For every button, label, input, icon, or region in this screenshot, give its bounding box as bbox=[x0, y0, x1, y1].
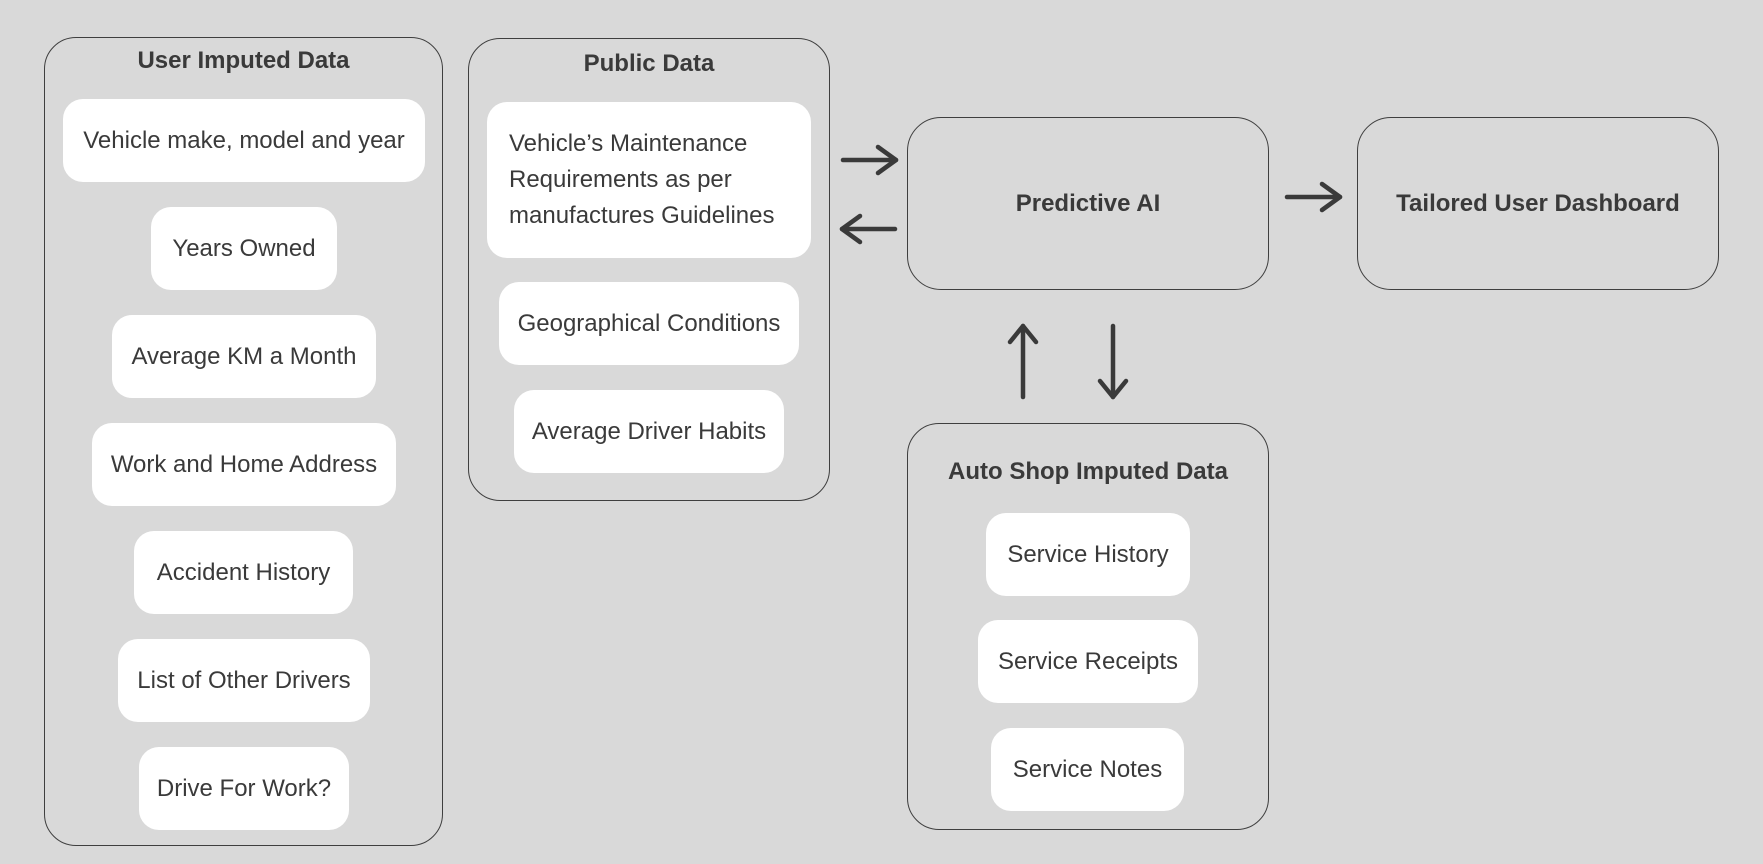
predictive-ai-title: Predictive AI bbox=[1015, 189, 1161, 217]
user-item-drive-for-work: Drive For Work? bbox=[139, 747, 349, 830]
arrow-predictive-to-public bbox=[839, 213, 898, 245]
public-item-driver-habits: Average Driver Habits bbox=[514, 390, 784, 473]
user-item-accident-history: Accident History bbox=[134, 531, 353, 614]
user-item-vehicle: Vehicle make, model and year bbox=[63, 99, 425, 182]
auto-shop-imputed-data-title: Auto Shop Imputed Data bbox=[948, 458, 1228, 485]
arrow-public-to-predictive bbox=[840, 144, 899, 176]
arrow-predictive-to-autoshop bbox=[1097, 323, 1129, 400]
autoshop-item-service-history: Service History bbox=[986, 513, 1190, 596]
public-data-title: Public Data bbox=[583, 50, 715, 77]
public-data-group: Public Data bbox=[468, 38, 830, 501]
user-imputed-data-group: User Imputed Data bbox=[44, 37, 443, 846]
public-item-maintenance: Vehicle’s Maintenance Requirements as pe… bbox=[487, 102, 811, 258]
user-item-average-km: Average KM a Month bbox=[112, 315, 376, 398]
user-imputed-data-title: User Imputed Data bbox=[137, 47, 350, 74]
tailored-user-dashboard-title: Tailored User Dashboard bbox=[1396, 189, 1680, 217]
user-item-other-drivers: List of Other Drivers bbox=[118, 639, 370, 722]
autoshop-item-service-notes: Service Notes bbox=[991, 728, 1184, 811]
auto-shop-imputed-data-group: Auto Shop Imputed Data bbox=[907, 423, 1269, 830]
tailored-user-dashboard-node: Tailored User Dashboard bbox=[1357, 117, 1719, 290]
predictive-ai-node: Predictive AI bbox=[907, 117, 1269, 290]
user-item-address: Work and Home Address bbox=[92, 423, 396, 506]
arrow-autoshop-to-predictive bbox=[1007, 323, 1039, 400]
user-item-years-owned: Years Owned bbox=[151, 207, 337, 290]
arrow-predictive-to-dashboard bbox=[1284, 181, 1343, 213]
public-item-geographical: Geographical Conditions bbox=[499, 282, 799, 365]
autoshop-item-service-receipts: Service Receipts bbox=[978, 620, 1198, 703]
